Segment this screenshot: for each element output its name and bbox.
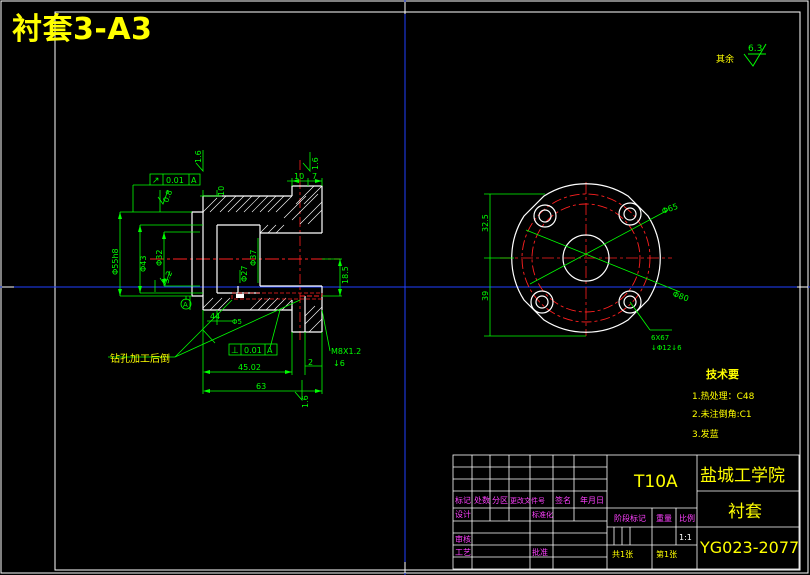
dim-39: 39 [481,291,490,301]
tolerance-bottom-symbol: ⊥ [231,346,239,356]
tb-sheet-index: 第1张 [656,549,677,559]
tb-weight: 重量 [656,513,672,523]
dim-7: 7 [312,172,317,181]
tolerance-top-symbol: ↗ [152,176,160,186]
tb-scale-label: 比例 [679,513,695,523]
note-drill: 钻孔加工后倒 [110,352,170,365]
tb-change-doc: 更改文件号 [510,496,545,505]
dim-45: 45.02 [238,363,261,372]
dim-flange-dia: Φ27 [240,266,249,282]
tolerance-frame-bottom [228,343,278,356]
tb-standardization: 标准化 [532,510,553,519]
dim-2: 2 [308,358,313,367]
dim-bore-mid: Φ32 [155,250,164,266]
tolerance-bottom-value: 0.01 [244,346,262,355]
tb-mark: 标记 [455,495,471,505]
finish-left-value: 1.6 [194,150,203,163]
tech-item-3: 3.发蓝 [692,428,719,440]
tech-item-1: 1.热处理：C48 [692,390,755,402]
datum-label: A [183,301,188,309]
side-dimension-lines [484,193,681,337]
tech-heading: 技术要 [706,367,739,381]
tb-drawing-number: YG023-2077 [699,538,799,557]
dim-hole-dia: Φ5 [232,318,242,326]
pitch-circle-inner [531,203,641,313]
dim-bore-dia: Φ37 [249,250,258,266]
tb-stage-mark: 阶段标记 [614,513,646,523]
tolerance-bottom-datum: A [267,346,273,355]
pitch-circle [521,193,651,323]
dim-325: 32.5 [481,214,490,232]
dim-outer-small: Φ43 [139,256,148,272]
front-section-view: ↗ 0.01 A ⊥ 0.01 A A 1.6 1.6 0.8 3.2 1.6 … [108,150,361,408]
tb-material: T10A [633,472,678,492]
tb-date: 年月日 [580,495,604,505]
finish-side-value: 1.6 [311,157,320,170]
dim-10-left: 10 [217,186,226,196]
section-hatch-upper [202,185,323,234]
tb-design: 设计 [455,509,471,519]
tb-scale-value: 1:1 [679,533,692,542]
tech-item-2: 2.未注倒角:C1 [692,408,752,420]
general-finish-label: 其余 [716,53,734,65]
dim-outer-dia: Φ55h8 [111,248,120,275]
tb-school: 盐城工学院 [700,466,785,486]
finish-bore-value: 0.8 [161,189,174,204]
bore-circle [562,234,610,282]
tb-sheet-total: 共1张 [612,550,633,559]
thread-depth: ↓6 [333,359,345,368]
hole-depth: ↓Φ12↓6 [651,344,682,352]
hole-callout: 6X67 [651,334,669,342]
tb-review: 审核 [455,534,471,544]
finish-bottom-value: 1.6 [301,395,310,408]
general-finish-value: 6.3 [748,44,762,54]
front-arrowheads [118,179,342,393]
sheet-title: 衬套3-A3 [12,12,153,47]
tb-approve: 批准 [532,547,548,557]
tb-count: 处数 [474,495,490,505]
general-surface-finish: 其余 6.3 [716,43,767,67]
tolerance-top-datum: A [191,176,197,185]
surface-finish-marks [157,150,311,402]
thread-callout: M8X1.2 [331,347,361,356]
dim-10-top: 10 [294,172,304,181]
title-block: 标记 处数 分区 更改文件号 签名 年月日 设计 标准化 审核 工艺 批准 阶段… [452,454,800,570]
tb-signature: 签名 [555,495,571,505]
front-dimension-lines [108,178,342,394]
tolerance-top-value: 0.01 [166,176,184,185]
section-outline [191,185,323,333]
tech-requirements: 技术要 1.热处理：C48 2.未注倒角:C1 3.发蓝 [692,367,755,440]
section-hatch-lower [202,297,323,333]
tb-zone: 分区 [492,496,508,505]
finish-hole-value: 3.2 [161,270,174,285]
tolerance-frame-top [149,173,201,186]
dim-63: 63 [256,382,266,391]
tb-process: 工艺 [455,548,471,557]
dim-185: 18.5 [341,266,350,284]
tb-part-name: 衬套 [728,502,762,522]
dim-44: 44 [210,312,220,321]
bolt-holes [530,202,642,314]
flange-outline [511,183,661,333]
